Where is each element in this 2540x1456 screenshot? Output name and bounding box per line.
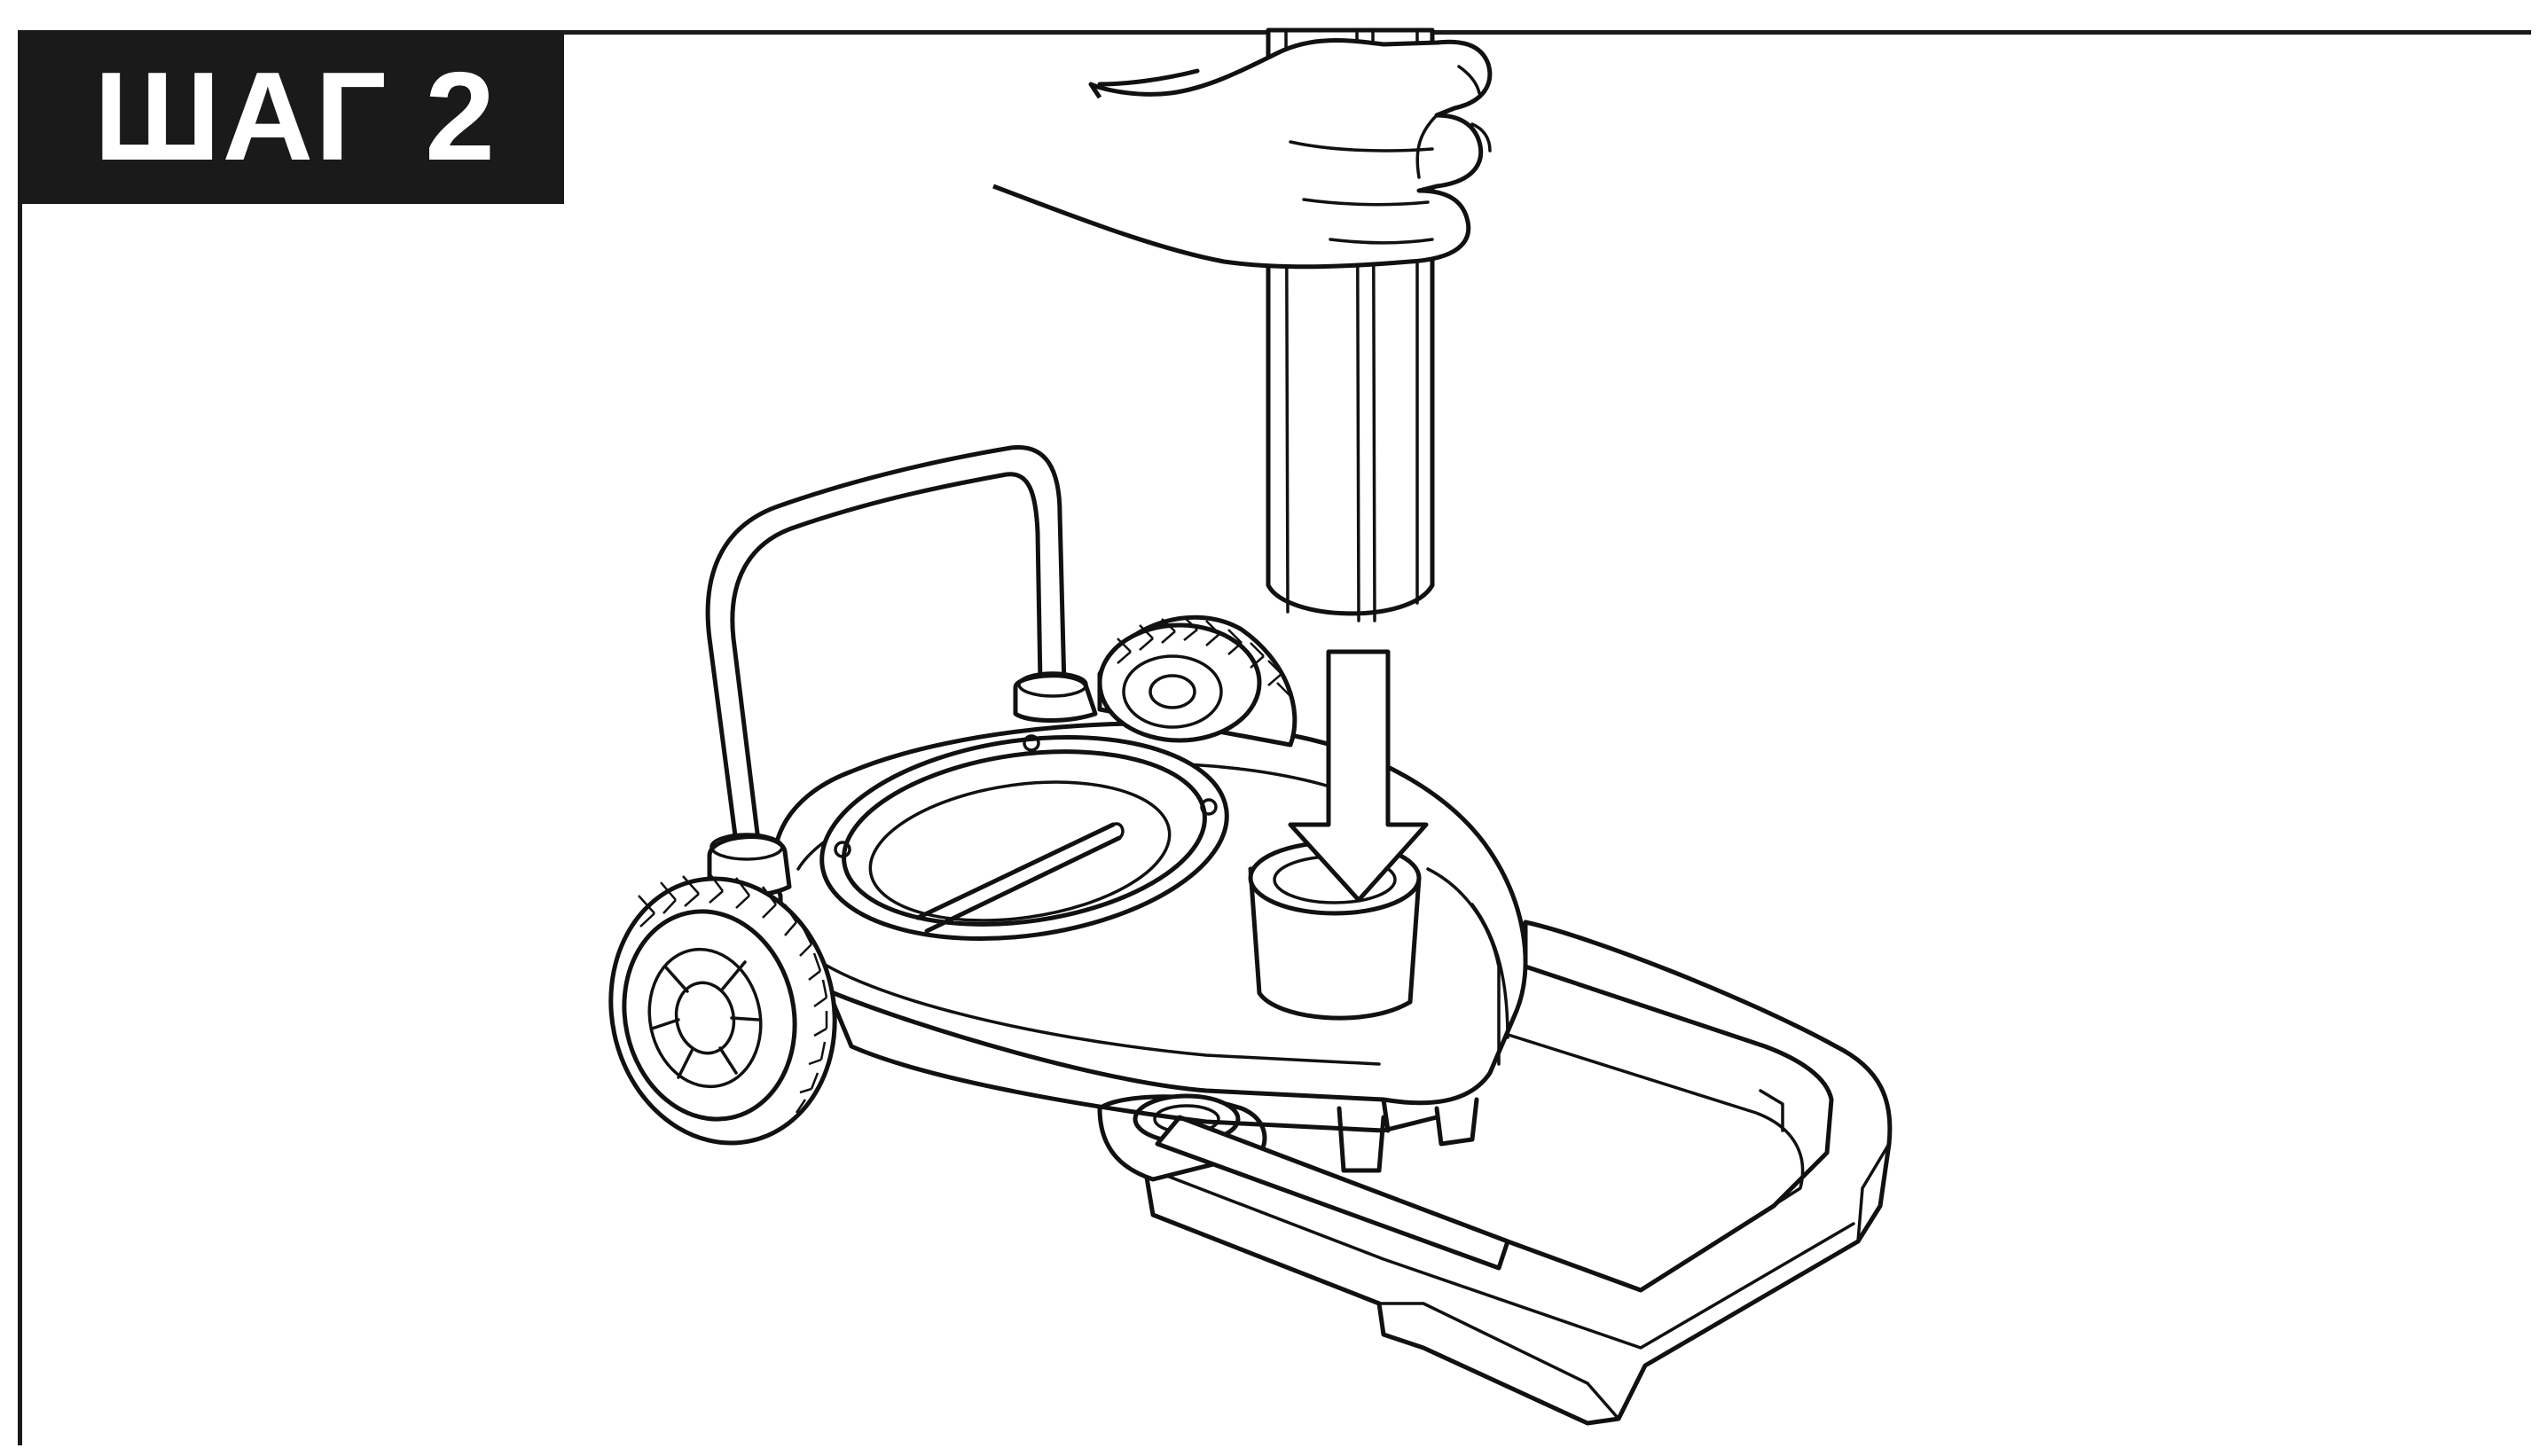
front-wheel [608, 873, 837, 1146]
hand-icon [992, 38, 1493, 270]
rear-wheel [1097, 614, 1297, 748]
pole-socket [1248, 840, 1509, 1066]
down-arrow-icon [1288, 649, 1429, 903]
front-bumper-frame [1141, 920, 1893, 1426]
foot-tube [1097, 1093, 1510, 1271]
reservoir-opening [819, 734, 1229, 942]
frame-bottom-gap [18, 1445, 2536, 1456]
step-label: ШАГ 2 [18, 30, 564, 204]
